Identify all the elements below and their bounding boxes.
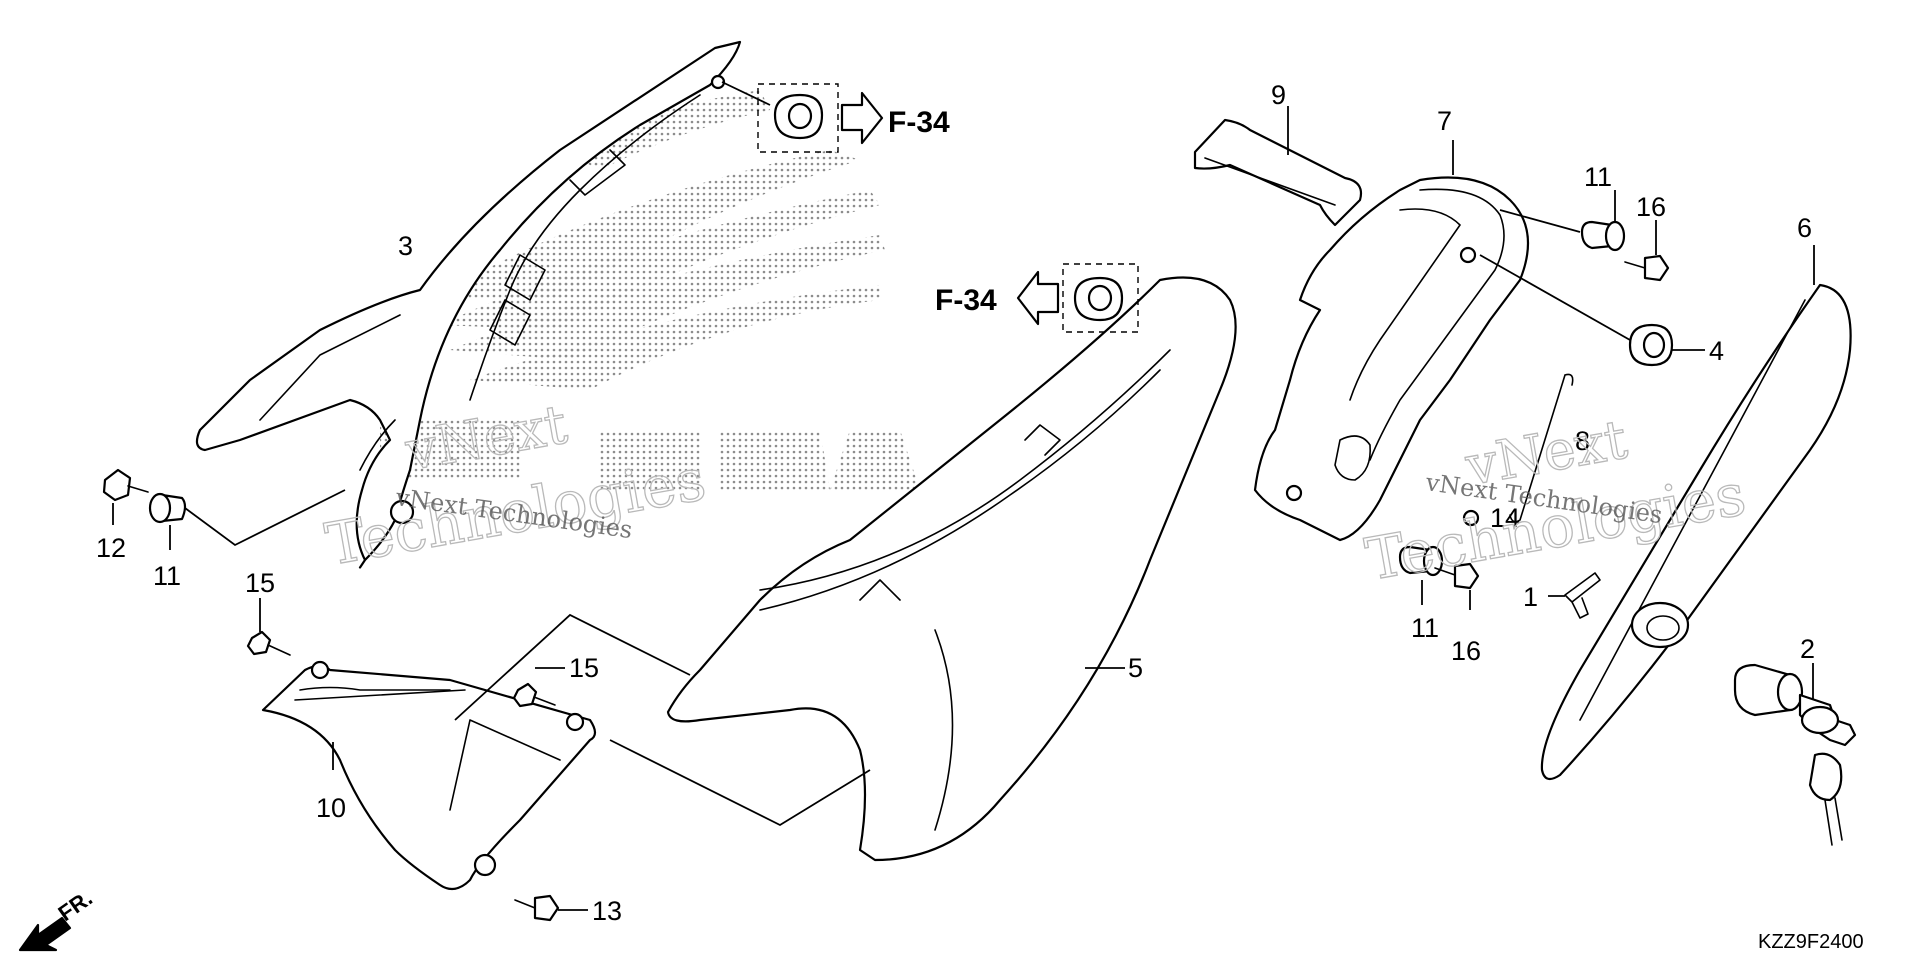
reference-arrow-left-icon xyxy=(1016,270,1060,326)
callout-4: 4 xyxy=(1709,336,1724,366)
part-12-bolt-left xyxy=(102,468,149,502)
grommet-middle xyxy=(1062,263,1139,333)
callout-3: 3 xyxy=(398,231,413,261)
callout-1: 1 xyxy=(1523,582,1538,612)
part-6-right-side-cover xyxy=(1540,283,1852,781)
ref-label-middle: F-34 xyxy=(935,284,997,317)
callout-9: 9 xyxy=(1271,80,1286,110)
callout-15-left: 15 xyxy=(245,568,275,598)
callout-8: 8 xyxy=(1575,426,1590,456)
callout-14: 14 xyxy=(1490,503,1520,533)
ref-label-upper: F-34 xyxy=(888,106,950,139)
honda-wing-logo xyxy=(380,90,920,490)
part-8-clip xyxy=(1509,373,1574,523)
part-13-bolt-bottom xyxy=(514,894,560,922)
part-16-bolt-bottom xyxy=(1434,562,1480,590)
callout-5: 5 xyxy=(1128,653,1143,683)
callout-6: 6 xyxy=(1797,213,1812,243)
callout-15-right: 15 xyxy=(569,653,599,683)
part-4-grommet xyxy=(1628,323,1674,367)
leader-to-4 xyxy=(1479,254,1631,341)
part-15-screw-right xyxy=(512,682,556,708)
part-7-inner-panel xyxy=(1253,176,1530,542)
callout-10: 10 xyxy=(316,793,346,823)
part-3-frame-cover xyxy=(195,40,742,569)
leader-7-to-11 xyxy=(1499,209,1581,233)
leader-11-left xyxy=(184,489,346,547)
part-10-lower-cover xyxy=(261,660,597,891)
part-2-key-lock xyxy=(1733,663,1857,846)
callout-12: 12 xyxy=(96,533,126,563)
leader-10-to-5 xyxy=(454,613,691,721)
callout-11-bottom: 11 xyxy=(1411,613,1439,643)
leader-10-to-5b xyxy=(609,739,871,827)
part-16-bolt-top xyxy=(1624,254,1670,282)
callout-16-top: 16 xyxy=(1636,192,1666,222)
part-11-collar-left xyxy=(148,492,187,524)
part-1-clip xyxy=(1564,572,1601,619)
callout-2: 2 xyxy=(1800,634,1815,664)
part-11-collar-top xyxy=(1580,220,1626,252)
grommet-upper xyxy=(721,81,839,153)
part-5-main-side-cover xyxy=(666,276,1237,862)
part-11-collar-bottom xyxy=(1398,545,1444,577)
diagram-code: KZZ9F2400 xyxy=(1758,931,1864,953)
front-direction-arrow-icon xyxy=(18,916,72,952)
part-14-nut xyxy=(1462,509,1480,527)
reference-arrow-right-icon xyxy=(840,91,884,145)
callout-13: 13 xyxy=(592,896,622,926)
svg-text:vNext: vNext xyxy=(400,393,572,483)
part-15-screw-left xyxy=(246,630,291,656)
part-9-strap xyxy=(1193,118,1363,227)
callout-11-top: 11 xyxy=(1584,162,1612,192)
callout-16-bottom: 16 xyxy=(1451,636,1481,666)
callout-11-left: 11 xyxy=(153,561,181,591)
callout-7: 7 xyxy=(1437,106,1452,136)
